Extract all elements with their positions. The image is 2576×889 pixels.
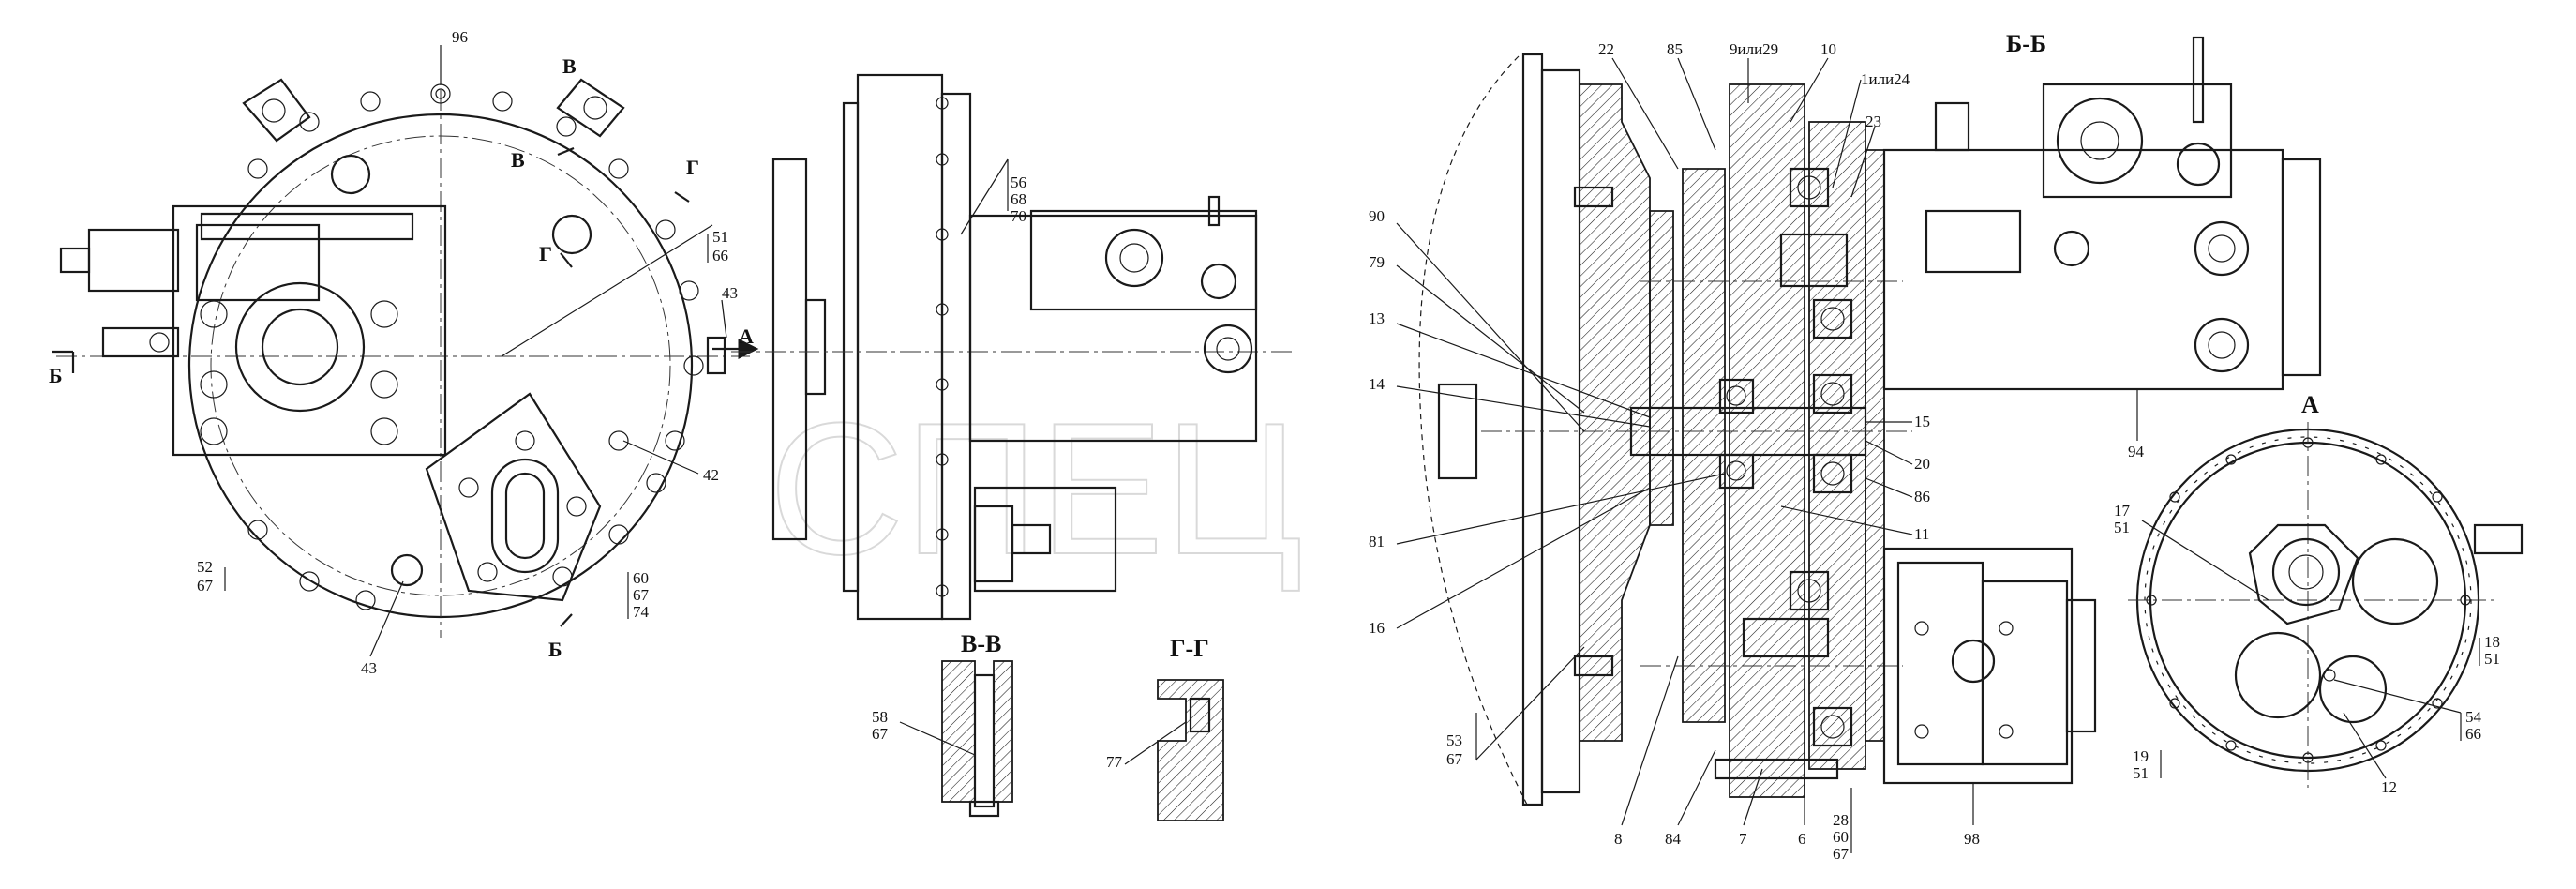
cut-mark-b-bottom: Б bbox=[548, 638, 562, 661]
callout-94: 94 bbox=[2128, 443, 2145, 460]
svg-text:68: 68 bbox=[1011, 190, 1026, 208]
callout-42: 42 bbox=[703, 466, 719, 484]
callout-14: 14 bbox=[1369, 375, 1385, 393]
cut-mark-a: А bbox=[739, 324, 754, 348]
svg-text:52: 52 bbox=[197, 558, 213, 576]
cut-mark-v-mid: В bbox=[511, 148, 525, 172]
svg-text:18: 18 bbox=[2484, 633, 2500, 651]
svg-text:53: 53 bbox=[1446, 731, 1462, 749]
svg-text:70: 70 bbox=[1011, 207, 1026, 225]
front-view bbox=[56, 56, 750, 638]
svg-text:51: 51 bbox=[2484, 650, 2500, 668]
callout-85: 85 bbox=[1667, 40, 1683, 58]
cut-mark-g-mid: Г bbox=[539, 242, 552, 265]
callout-1-24: 1или24 bbox=[1861, 70, 1910, 88]
side-view: 56 68 70 bbox=[731, 73, 1294, 621]
cut-mark-b-left: Б bbox=[49, 364, 63, 387]
svg-text:67: 67 bbox=[872, 725, 889, 743]
callout-96: 96 bbox=[452, 28, 468, 46]
section-bb-callouts: 22 85 9или29 10 1или24 23 90 79 13 14 15… bbox=[1369, 40, 2145, 863]
callout-51-66: 51 bbox=[712, 228, 728, 246]
watermark: СПЕЦ bbox=[769, 384, 1303, 594]
callout-20: 20 bbox=[1914, 455, 1930, 473]
svg-text:28: 28 bbox=[1833, 811, 1849, 829]
view-a-title: А bbox=[2301, 391, 2319, 418]
callout-16: 16 bbox=[1369, 619, 1385, 637]
svg-text:51: 51 bbox=[2133, 764, 2149, 782]
svg-text:67: 67 bbox=[1833, 845, 1850, 863]
callout-43-top: 43 bbox=[722, 284, 738, 302]
callout-6: 6 bbox=[1798, 830, 1806, 848]
callout-7: 7 bbox=[1739, 830, 1747, 848]
callout-15: 15 bbox=[1914, 413, 1930, 430]
callout-77: 77 bbox=[1106, 753, 1123, 771]
cut-mark-v-top: В bbox=[562, 54, 577, 78]
svg-text:19: 19 bbox=[2133, 747, 2149, 765]
cut-mark-g-top: Г bbox=[686, 156, 699, 179]
callout-22: 22 bbox=[1598, 40, 1614, 58]
section-bb: Б-Б bbox=[1418, 30, 2322, 807]
front-cut-marks: Б В В Г Г Б А bbox=[49, 54, 759, 661]
callout-81: 81 bbox=[1369, 533, 1385, 550]
svg-text:58: 58 bbox=[872, 708, 888, 726]
callout-23: 23 bbox=[1865, 113, 1881, 130]
callout-56-68-70: 56 bbox=[1011, 173, 1026, 191]
callout-9-29: 9или29 bbox=[1730, 40, 1778, 58]
svg-text:66: 66 bbox=[712, 247, 728, 264]
callout-12: 12 bbox=[2381, 778, 2397, 796]
svg-text:51: 51 bbox=[2114, 519, 2130, 536]
callout-8: 8 bbox=[1614, 830, 1623, 848]
callout-84: 84 bbox=[1665, 830, 1682, 848]
svg-text:67: 67 bbox=[633, 586, 650, 604]
svg-text:67: 67 bbox=[1446, 750, 1463, 768]
callout-10: 10 bbox=[1820, 40, 1836, 58]
svg-text:54: 54 bbox=[2465, 708, 2482, 726]
section-vv-title: В-В bbox=[961, 630, 1001, 657]
callout-79: 79 bbox=[1369, 253, 1385, 271]
callout-11: 11 bbox=[1914, 525, 1929, 543]
callout-90: 90 bbox=[1369, 207, 1385, 225]
callout-98: 98 bbox=[1964, 830, 1980, 848]
section-bb-title: Б-Б bbox=[2006, 30, 2046, 57]
section-gg: Г-Г 77 bbox=[1106, 635, 1224, 821]
section-gg-title: Г-Г bbox=[1170, 635, 1209, 662]
callout-43-bottom: 43 bbox=[361, 659, 377, 677]
svg-text:67: 67 bbox=[197, 577, 214, 595]
view-a: А bbox=[2128, 391, 2524, 788]
svg-text:74: 74 bbox=[633, 603, 650, 621]
svg-text:17: 17 bbox=[2114, 502, 2131, 520]
callout-13: 13 bbox=[1369, 309, 1385, 327]
svg-text:60: 60 bbox=[1833, 828, 1849, 846]
svg-text:66: 66 bbox=[2465, 725, 2481, 743]
svg-text:60: 60 bbox=[633, 569, 649, 587]
callout-86: 86 bbox=[1914, 488, 1930, 505]
